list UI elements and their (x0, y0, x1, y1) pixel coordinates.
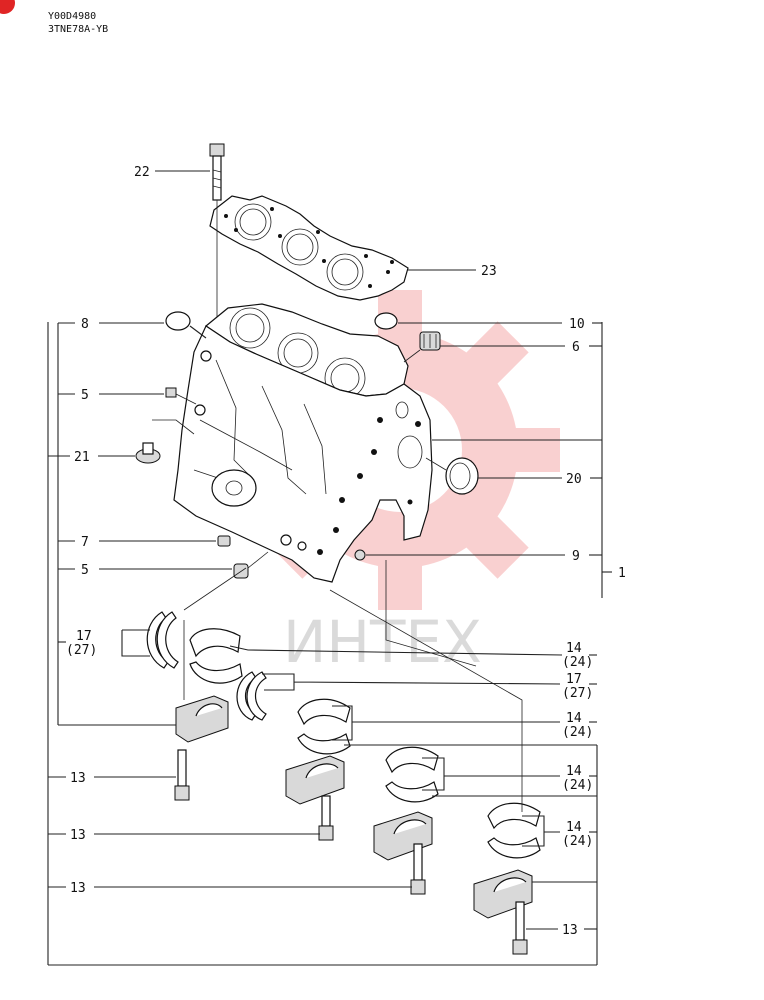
diagram-code: Y00D4980 (48, 11, 96, 22)
main-bearing-cap-3 (373, 811, 433, 861)
callout-27-left: (27) (66, 643, 97, 658)
callout-8: 8 (81, 317, 89, 332)
callout-14-d: 14 (566, 820, 582, 835)
plug-nut (354, 549, 366, 561)
callout-5-lower: 5 (81, 563, 89, 578)
main-bearing-cap-2 (285, 755, 345, 805)
callout-14-b: 14 (566, 711, 582, 726)
callout-10: 10 (569, 317, 585, 332)
main-bearing-bolt-2 (318, 795, 334, 841)
callout-13-b: 13 (70, 828, 86, 843)
callout-24-c: (24) (562, 778, 593, 793)
callout-13-d: 13 (562, 923, 578, 938)
head-bolt (209, 143, 225, 318)
assembly-axis-lines (183, 560, 523, 812)
leader-lines (48, 170, 602, 930)
callout-14-c: 14 (566, 764, 582, 779)
main-bearing-upper-3 (385, 746, 439, 803)
drain-plug (135, 419, 195, 464)
callout-14-a: 14 (566, 641, 582, 656)
bracket-lines (47, 322, 612, 966)
main-bearing-upper-2 (297, 698, 351, 755)
callout-17-right: 17 (566, 672, 582, 687)
camshaft-bushing (425, 457, 479, 495)
main-bearing-upper-4 (487, 802, 541, 859)
watermark-text: ИНТЕХ (283, 608, 482, 676)
callout-24-a: (24) (562, 655, 593, 670)
callout-23: 23 (481, 264, 497, 279)
corner-marker-icon (0, 0, 15, 14)
callout-5-upper: 5 (81, 388, 89, 403)
main-bearing-bolt-1 (174, 749, 190, 801)
callout-7: 7 (81, 535, 89, 550)
callout-21: 21 (74, 450, 90, 465)
thrust-bearing-right (236, 671, 267, 721)
core-plug-right (374, 312, 398, 330)
engine-model: 3TNE78A-YB (48, 24, 108, 35)
callout-27-right: (27) (562, 686, 593, 701)
core-plug-left (165, 311, 191, 331)
cylinder-head-gasket (209, 195, 409, 301)
plug-screw-lower (233, 551, 269, 579)
callout-6: 6 (572, 340, 580, 355)
main-bearing-bolt-4 (512, 901, 528, 955)
callout-22: 22 (134, 165, 150, 180)
main-bearing-cap-1 (175, 695, 229, 743)
main-bearing-upper-1 (189, 628, 243, 684)
callout-17-left: 17 (76, 629, 92, 644)
callout-13-c: 13 (70, 881, 86, 896)
callout-24-d: (24) (562, 834, 593, 849)
plug-screw-upper (165, 387, 197, 405)
callout-9: 9 (572, 549, 580, 564)
callout-1: 1 (618, 566, 626, 581)
plug-cap (403, 331, 441, 363)
cylinder-block (173, 303, 433, 583)
main-bearing-bolt-3 (410, 843, 426, 895)
thrust-bearing-left (146, 611, 179, 669)
callout-20: 20 (566, 472, 582, 487)
plug-screw-7 (217, 535, 231, 547)
callout-13-a: 13 (70, 771, 86, 786)
callout-24-b: (24) (562, 725, 593, 740)
